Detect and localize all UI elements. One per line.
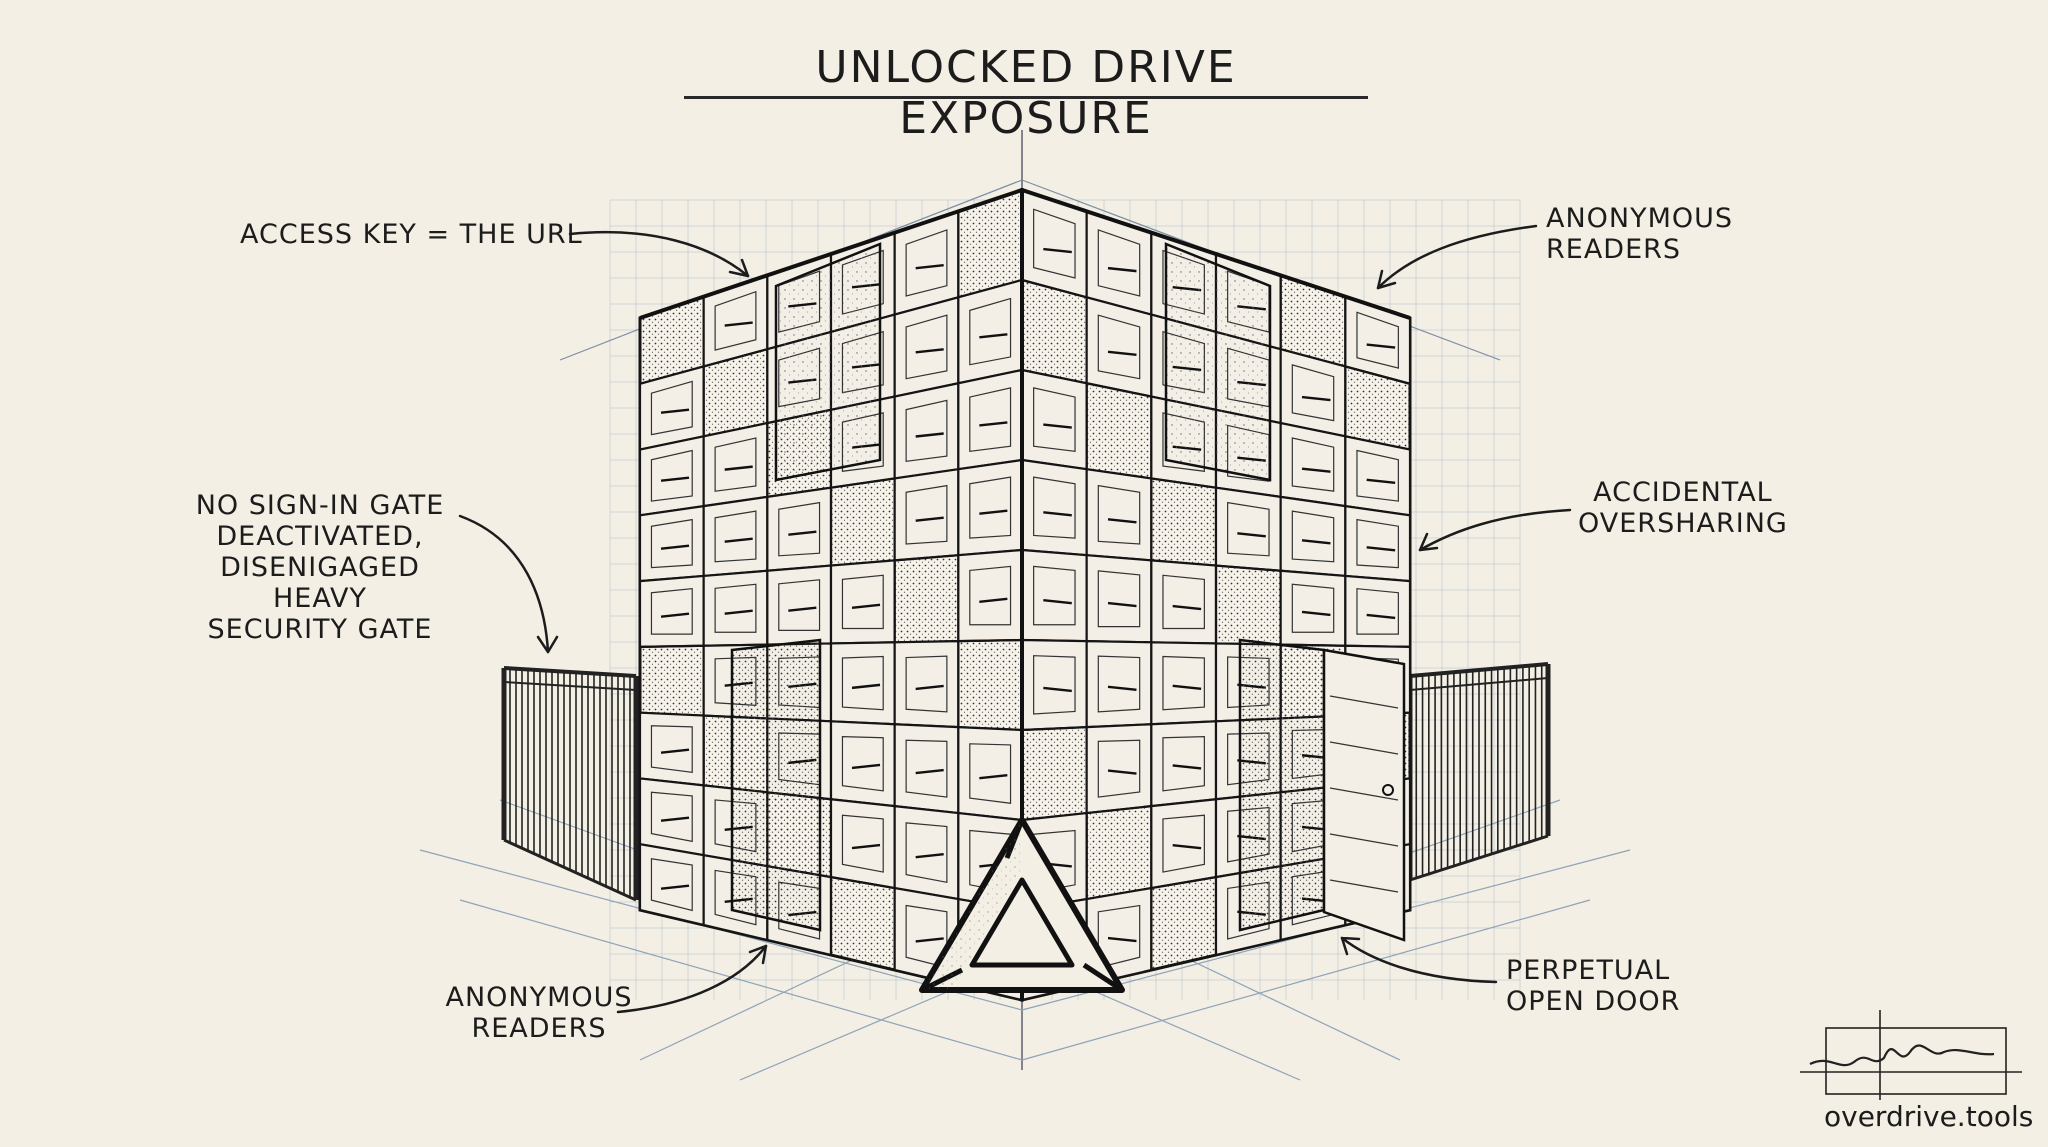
title-underline [684,96,1368,99]
signature-icon [1800,1010,2022,1100]
annotation-arrows [458,224,1572,1014]
label-access-key: ACCESS KEY = THE URL [240,219,583,250]
label-anonymous-readers-bottom: ANONYMOUS READERS [445,982,633,1044]
arrow-gate [458,514,550,654]
label-accidental-oversharing: ACCIDENTAL OVERSHARING [1578,477,1788,539]
arrow-open-door [1340,936,1498,984]
arrow-anonymous-top [1376,224,1538,290]
label-perpetual-open-door: PERPETUAL OPEN DOOR [1506,955,1681,1017]
cabinet-structure [638,187,1412,1002]
label-anonymous-readers-top: ANONYMOUS READERS [1546,203,1734,265]
page-title: UNLOCKED DRIVE EXPOSURE [815,42,1237,144]
arrow-access-key [568,230,750,278]
label-sign-in-gate: NO SIGN-IN GATE DEACTIVATED, DISENIGAGED… [195,490,445,645]
arrow-anonymous-bottom [616,944,768,1014]
drive-logo-icon [919,817,1125,993]
arrow-oversharing [1418,508,1572,552]
left-fence [501,666,639,902]
brand-url[interactable]: overdrive.tools [1824,1100,2034,1133]
